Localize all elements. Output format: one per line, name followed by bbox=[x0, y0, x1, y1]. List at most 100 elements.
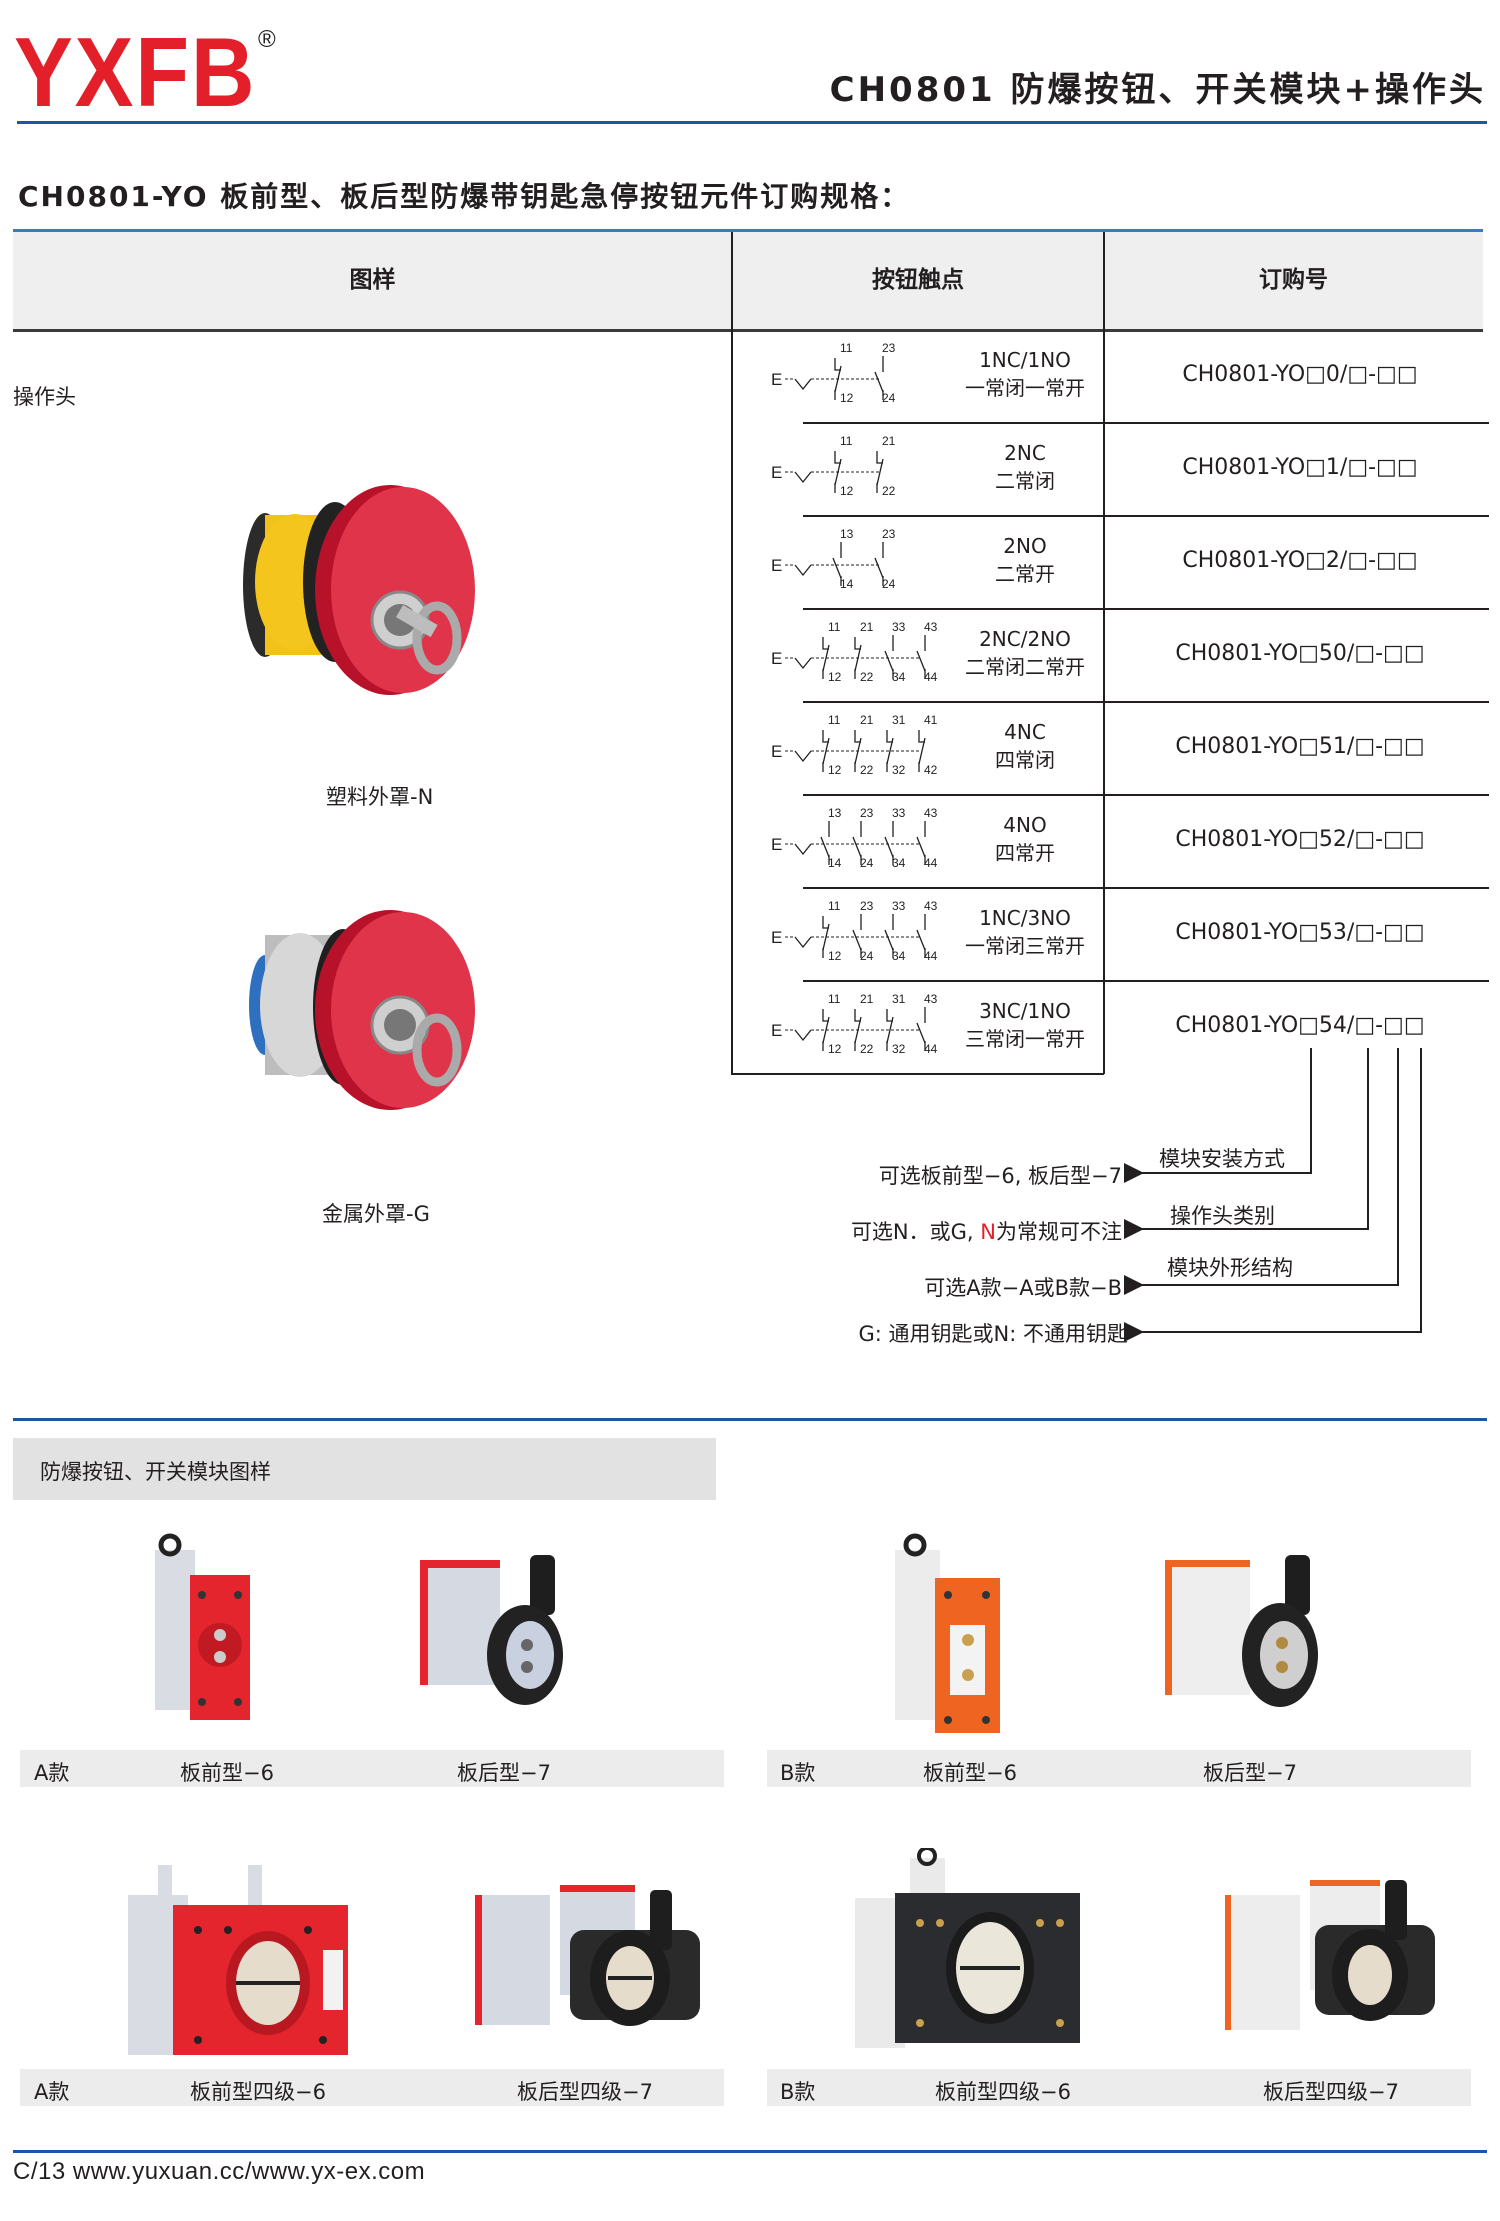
contact-description-en: 1NC/3NO bbox=[979, 906, 1071, 930]
contact-terminal-top: 23 bbox=[860, 899, 874, 913]
contact-terminal-top: 21 bbox=[860, 992, 874, 1006]
module-a-rear-4pole-image bbox=[470, 1880, 710, 2055]
column-divider bbox=[731, 232, 733, 329]
contact-terminal-top: 33 bbox=[892, 620, 906, 634]
contact-description: 1NC/1NO 一常闭一常开 bbox=[940, 346, 1110, 402]
contact-terminal-bottom: 24 bbox=[882, 577, 896, 591]
label-bar-a: A款 板前型−6 板后型−7 bbox=[20, 1750, 724, 1787]
row-divider bbox=[803, 701, 1489, 703]
contact-terminal-top: 11 bbox=[828, 992, 841, 1006]
contact-terminal-top: 13 bbox=[828, 806, 842, 820]
module-label: 板前型四级−6 bbox=[935, 2080, 1071, 2104]
module-label: 板前型四级−6 bbox=[190, 2080, 326, 2104]
contact-terminal-bottom: 24 bbox=[882, 391, 896, 405]
nc-contact-top bbox=[854, 1009, 861, 1022]
diagram-prefix: E bbox=[771, 370, 782, 389]
document-title: CH0801 防爆按钮、开关模块+操作头 bbox=[829, 70, 1486, 110]
connector-line-key bbox=[1124, 1048, 1422, 1342]
contact-description-en: 1NC/1NO bbox=[979, 348, 1071, 372]
row-divider bbox=[803, 887, 1489, 889]
column-divider bbox=[1103, 232, 1105, 329]
contact-terminal-top: 23 bbox=[882, 527, 896, 541]
registered-mark: ® bbox=[258, 26, 276, 53]
footer-text: C/13 www.yuxuan.cc/www.yx-ex.com bbox=[13, 2158, 426, 2185]
section-title: CH0801-YO 板前型、板后型防爆带钥匙急停按钮元件订购规格： bbox=[18, 180, 911, 213]
order-code: CH0801-YO□2/□-□□ bbox=[1182, 548, 1418, 573]
push-actuator-symbol bbox=[794, 936, 812, 949]
nc-contact-blade bbox=[918, 737, 926, 765]
nc-contact-blade bbox=[886, 737, 894, 765]
module-b-front-4pole-image bbox=[850, 1846, 1090, 2063]
row-divider bbox=[803, 980, 1489, 982]
order-code: CH0801-YO□54/□-□□ bbox=[1175, 1013, 1425, 1038]
connector-line-head bbox=[1124, 1048, 1369, 1239]
series-label: B款 bbox=[780, 2080, 816, 2104]
contact-terminal-top: 43 bbox=[924, 620, 938, 634]
contact-terminal-bottom: 32 bbox=[892, 763, 906, 777]
contact-description: 1NC/3NO 一常闭三常开 bbox=[940, 904, 1110, 960]
contact-terminal-bottom: 42 bbox=[924, 763, 938, 777]
diagram-prefix: E bbox=[771, 463, 782, 482]
module-b-rear-4pole-image bbox=[1220, 1865, 1450, 2050]
column-header-order-number: 订购号 bbox=[1259, 267, 1328, 293]
footer-divider bbox=[13, 2150, 1487, 2153]
nc-contact-blade bbox=[886, 1016, 894, 1044]
contact-terminal-top: 43 bbox=[924, 992, 938, 1006]
contact-terminal-bottom: 34 bbox=[892, 856, 906, 870]
contact-terminal-bottom: 22 bbox=[882, 484, 896, 498]
contact-terminal-top: 41 bbox=[924, 713, 938, 727]
contact-terminal-top: 21 bbox=[882, 434, 896, 448]
contact-terminal-bottom: 12 bbox=[840, 391, 854, 405]
module-label: 板前型−6 bbox=[180, 1761, 274, 1785]
contact-terminal-bottom: 12 bbox=[828, 763, 842, 777]
order-code-connectors bbox=[1124, 1048, 1422, 1342]
nc-contact-blade bbox=[834, 365, 842, 393]
annotation-option-key: G: 通用钥匙或N: 不通用钥匙 bbox=[858, 1322, 1128, 1346]
contact-terminal-top: 11 bbox=[828, 899, 841, 913]
contact-description-en: 4NC bbox=[1004, 720, 1046, 744]
label-bar-a-4pole: A款 板前型四级−6 板后型四级−7 bbox=[20, 2069, 724, 2106]
contact-terminal-bottom: 22 bbox=[860, 1042, 874, 1056]
nc-contact-blade bbox=[876, 458, 884, 486]
contact-description-cn: 二常开 bbox=[995, 562, 1055, 586]
nc-contact-blade bbox=[854, 1016, 862, 1044]
contact-description-en: 4NO bbox=[1003, 813, 1047, 837]
contact-terminal-bottom: 34 bbox=[892, 670, 906, 684]
contact-description-cn: 一常闭三常开 bbox=[965, 934, 1085, 958]
contact-description-en: 3NC/1NO bbox=[979, 999, 1071, 1023]
module-a-front-4pole-image bbox=[118, 1865, 368, 2070]
contact-description: 4NO 四常开 bbox=[940, 811, 1110, 867]
contact-terminal-top: 11 bbox=[840, 434, 853, 448]
diagram-prefix: E bbox=[771, 1021, 782, 1040]
contact-terminal-top: 31 bbox=[892, 713, 906, 727]
option-text: 可选N．或G, bbox=[850, 1220, 981, 1244]
nc-contact-top bbox=[822, 637, 829, 650]
module-label: 板后型四级−7 bbox=[517, 2080, 653, 2104]
push-actuator-symbol bbox=[794, 750, 812, 763]
column-divider bbox=[731, 329, 733, 1074]
nc-contact-top bbox=[918, 730, 925, 743]
contact-terminal-top: 23 bbox=[860, 806, 874, 820]
contact-description-cn: 一常闭一常开 bbox=[965, 376, 1085, 400]
nc-contact-blade bbox=[854, 737, 862, 765]
order-code: CH0801-YO□1/□-□□ bbox=[1182, 455, 1418, 480]
nc-contact-top bbox=[822, 730, 829, 743]
no-contact-blade bbox=[884, 929, 894, 951]
order-code: CH0801-YO□50/□-□□ bbox=[1175, 641, 1425, 666]
contact-terminal-top: 43 bbox=[924, 806, 938, 820]
contact-terminal-bottom: 24 bbox=[860, 949, 874, 963]
option-red-text: N bbox=[980, 1220, 996, 1244]
diagram-prefix: E bbox=[771, 649, 782, 668]
row-divider bbox=[803, 422, 1489, 424]
order-code: CH0801-YO□53/□-□□ bbox=[1175, 920, 1425, 945]
brand-logo: YXFB bbox=[14, 17, 257, 127]
contact-description-cn: 四常开 bbox=[995, 841, 1055, 865]
push-actuator-symbol bbox=[794, 657, 812, 670]
contact-terminal-bottom: 44 bbox=[924, 1042, 938, 1056]
plastic-cover-caption: 塑料外罩-N bbox=[326, 785, 434, 809]
